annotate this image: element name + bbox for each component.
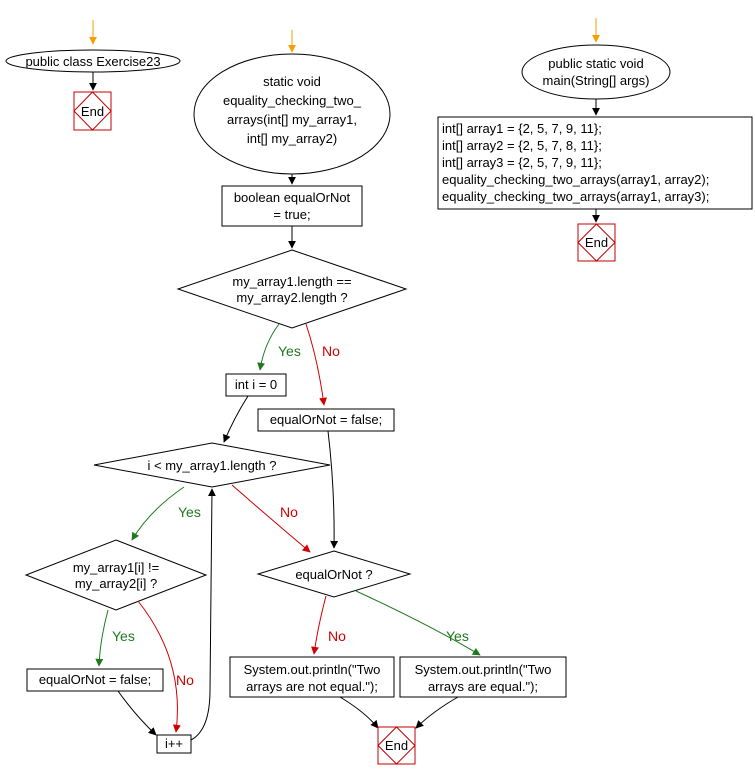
print-equal-line-1: System.out.println("Two bbox=[415, 662, 552, 677]
compare-no-label: No bbox=[176, 672, 194, 688]
length-yes-label: Yes bbox=[278, 343, 301, 359]
method-sig-line-4: int[] my_array2) bbox=[247, 131, 337, 146]
incr-loopback-arrow bbox=[190, 488, 216, 741]
check-no-label: No bbox=[328, 628, 346, 644]
print-not-equal-box bbox=[229, 656, 395, 698]
main-end-label: End bbox=[585, 235, 608, 250]
main-body-line-2: int[] array2 = {2, 5, 7, 8, 11}; bbox=[442, 138, 602, 153]
loop-yes-arrow bbox=[131, 486, 185, 541]
check-yes-arrow bbox=[355, 590, 481, 656]
compare-no-arrow bbox=[137, 600, 181, 733]
print-equal-line-2: arrays are equal."); bbox=[428, 679, 538, 694]
method-sig-line-2: equality_checking_two_ bbox=[223, 93, 362, 108]
method-sig-line-3: arrays(int[] my_array1, bbox=[227, 112, 357, 127]
length-check-diamond bbox=[176, 249, 408, 329]
print-not-equal-line-1: System.out.println("Two bbox=[244, 662, 381, 677]
class-end-node: End bbox=[73, 91, 112, 131]
set-false-to-check-arrow bbox=[327, 430, 339, 549]
length-check-line-1: my_array1.length == bbox=[232, 274, 351, 289]
method-sig-line-1: static void bbox=[263, 74, 321, 89]
length-no-arrow bbox=[305, 323, 328, 406]
method-end-label: End bbox=[385, 738, 408, 753]
loop-init-to-cond-arrow bbox=[223, 395, 249, 443]
main-sig-line-1: public static void bbox=[548, 56, 643, 71]
length-yes-arrow bbox=[257, 323, 280, 371]
main-end-node: End bbox=[577, 223, 616, 262]
loop-cond-label: i < my_array1.length ? bbox=[148, 458, 277, 473]
init-equal-line-1: boolean equalOrNot bbox=[234, 190, 351, 205]
main-body-line-1: int[] array1 = {2, 5, 7, 9, 11}; bbox=[442, 121, 602, 136]
main-body-line-4: equality_checking_two_arrays(array1, arr… bbox=[442, 172, 709, 187]
loop-no-arrow bbox=[231, 484, 311, 553]
loop-init-label: int i = 0 bbox=[235, 377, 277, 392]
compare-line-2: my_array2[i] ? bbox=[75, 576, 157, 591]
loop-cond-diamond bbox=[93, 442, 331, 488]
set-false-2-label: equalOrNot = false; bbox=[39, 672, 151, 687]
check-label: equalOrNot ? bbox=[295, 567, 372, 582]
init-equal-box bbox=[221, 185, 363, 227]
compare-yes-arrow bbox=[95, 609, 109, 667]
set-false-2-to-incr-arrow bbox=[117, 690, 157, 736]
main-body-box bbox=[437, 116, 753, 210]
check-no-arrow bbox=[311, 595, 327, 655]
compare-yes-label: Yes bbox=[112, 628, 135, 644]
main-start-node bbox=[521, 44, 671, 100]
class-end-label: End bbox=[81, 104, 104, 119]
method-end-node: End bbox=[377, 726, 416, 765]
incr-label: i++ bbox=[165, 736, 183, 751]
main-sig-line-2: main(String[] args) bbox=[543, 73, 650, 88]
loop-no-label: No bbox=[280, 504, 298, 520]
compare-line-1: my_array1[i] != bbox=[73, 560, 159, 575]
loop-yes-label: Yes bbox=[178, 504, 201, 520]
compare-diamond bbox=[24, 539, 208, 611]
set-false-box bbox=[257, 408, 395, 432]
print-not-equal-to-end-arrow bbox=[339, 696, 379, 729]
set-false-2-box bbox=[26, 668, 164, 692]
init-equal-line-2: = true; bbox=[273, 207, 310, 222]
print-equal-box bbox=[399, 656, 567, 698]
print-not-equal-line-2: arrays are not equal."); bbox=[246, 679, 378, 694]
length-check-line-2: my_array2.length ? bbox=[236, 290, 347, 305]
set-false-label: equalOrNot = false; bbox=[270, 412, 382, 427]
main-body-line-3: int[] array3 = {2, 5, 7, 9, 11}; bbox=[442, 155, 602, 170]
main-body-line-5: equality_checking_two_arrays(array1, arr… bbox=[442, 189, 709, 204]
class-start-label: public class Exercise23 bbox=[25, 54, 160, 69]
check-yes-label: Yes bbox=[446, 628, 469, 644]
incr-box bbox=[156, 734, 192, 754]
length-no-label: No bbox=[322, 343, 340, 359]
loop-init-box bbox=[225, 373, 287, 397]
print-equal-to-end-arrow bbox=[415, 696, 459, 729]
check-diamond bbox=[256, 550, 412, 598]
